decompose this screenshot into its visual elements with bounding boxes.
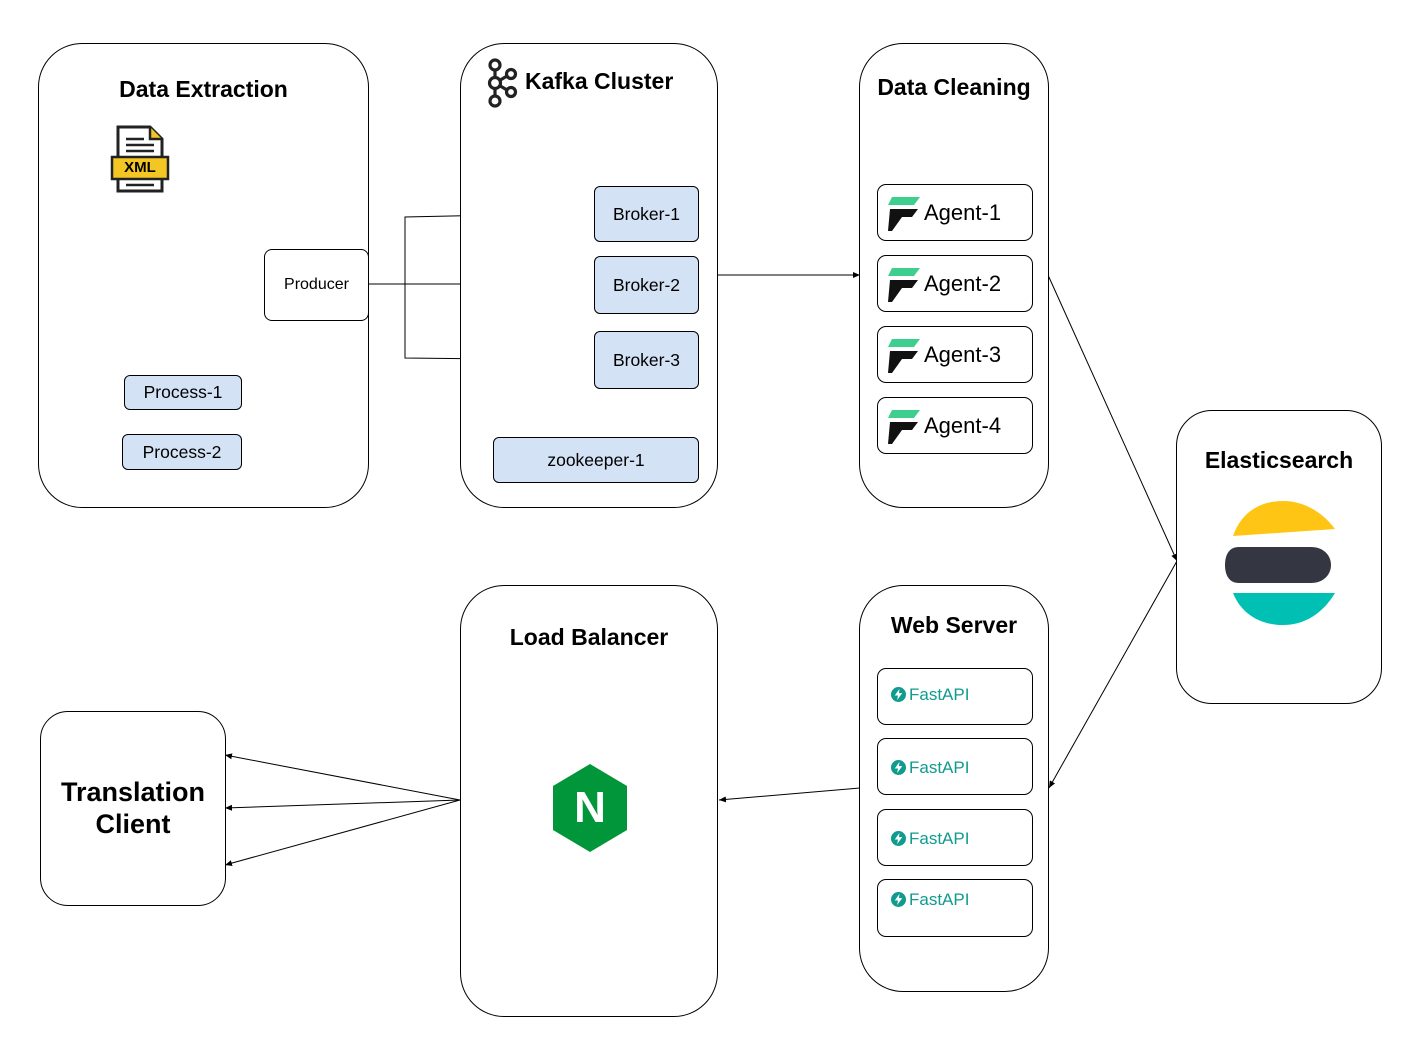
- elasticsearch-title: Elasticsearch: [1204, 447, 1354, 473]
- xml-file-icon: XML: [110, 125, 170, 195]
- broker-2-node: Broker-2: [594, 256, 699, 314]
- zookeeper-node: zookeeper-1: [493, 437, 699, 483]
- edge-lb-to-client-1: [224, 753, 461, 801]
- broker-3-node: Broker-3: [594, 331, 699, 389]
- data-cleaning-title: Data Cleaning: [877, 74, 1031, 100]
- agent-3-card: Agent-3: [877, 326, 1033, 383]
- edge-lb-to-client-3: [224, 799, 461, 867]
- fastapi-bolt-icon: [891, 831, 906, 846]
- broker-1-node: Broker-1: [594, 186, 699, 242]
- client-title-line-2: Client: [95, 809, 171, 839]
- edge-webserver-to-lb: [718, 787, 861, 803]
- faust-logo-icon: [888, 339, 920, 373]
- kafka-title: Kafka Cluster: [525, 68, 674, 94]
- edge-lb-to-client-2: [224, 799, 461, 811]
- load-balancer-group: Load Balancer N: [460, 585, 718, 1017]
- fastapi-card-4: FastAPI: [877, 879, 1033, 937]
- fastapi-card-2: FastAPI: [877, 738, 1033, 795]
- elasticsearch-group: Elasticsearch: [1176, 410, 1382, 704]
- agent-3-label: Agent-3: [924, 342, 1002, 367]
- agent-1-label: Agent-1: [924, 200, 1002, 225]
- fastapi-bolt-icon: [891, 687, 906, 702]
- producer-node: Producer: [264, 249, 369, 321]
- nginx-logo-icon: N: [553, 764, 627, 852]
- fastapi-label-3: FastAPI: [909, 829, 970, 848]
- process-1-node: Process-1: [124, 375, 242, 410]
- xml-label: XML: [124, 159, 156, 176]
- process-2-node: Process-2: [122, 434, 242, 470]
- fastapi-bolt-icon: [891, 892, 906, 907]
- faust-logo-icon: [888, 268, 920, 302]
- fastapi-card-1: FastAPI: [877, 668, 1033, 725]
- edge-elastic-to-webserver: [1048, 560, 1178, 789]
- edge-cleaning-to-elastic: [1047, 274, 1178, 562]
- agent-1-card: Agent-1: [877, 184, 1033, 241]
- fastapi-bolt-icon: [891, 760, 906, 775]
- agent-4-card: Agent-4: [877, 397, 1033, 454]
- data-extraction-title: Data Extraction: [119, 76, 288, 102]
- agent-4-label: Agent-4: [924, 413, 1002, 438]
- svg-text:N: N: [574, 783, 606, 832]
- kafka-icon: [483, 58, 519, 113]
- faust-logo-icon: [888, 197, 920, 231]
- client-title-line-1: Translation: [60, 777, 206, 807]
- load-balancer-title: Load Balancer: [509, 624, 669, 650]
- web-server-title: Web Server: [890, 612, 1018, 638]
- fastapi-label-4: FastAPI: [909, 890, 970, 909]
- client-title: Translation Client: [41, 776, 225, 840]
- faust-logo-icon: [888, 410, 920, 444]
- translation-client-group: Translation Client: [40, 711, 226, 906]
- fastapi-label-1: FastAPI: [909, 685, 970, 704]
- agent-2-label: Agent-2: [924, 271, 1002, 296]
- elasticsearch-logo-icon: [1225, 501, 1335, 625]
- agent-2-card: Agent-2: [877, 255, 1033, 312]
- fastapi-card-3: FastAPI: [877, 809, 1033, 866]
- fastapi-label-2: FastAPI: [909, 758, 970, 777]
